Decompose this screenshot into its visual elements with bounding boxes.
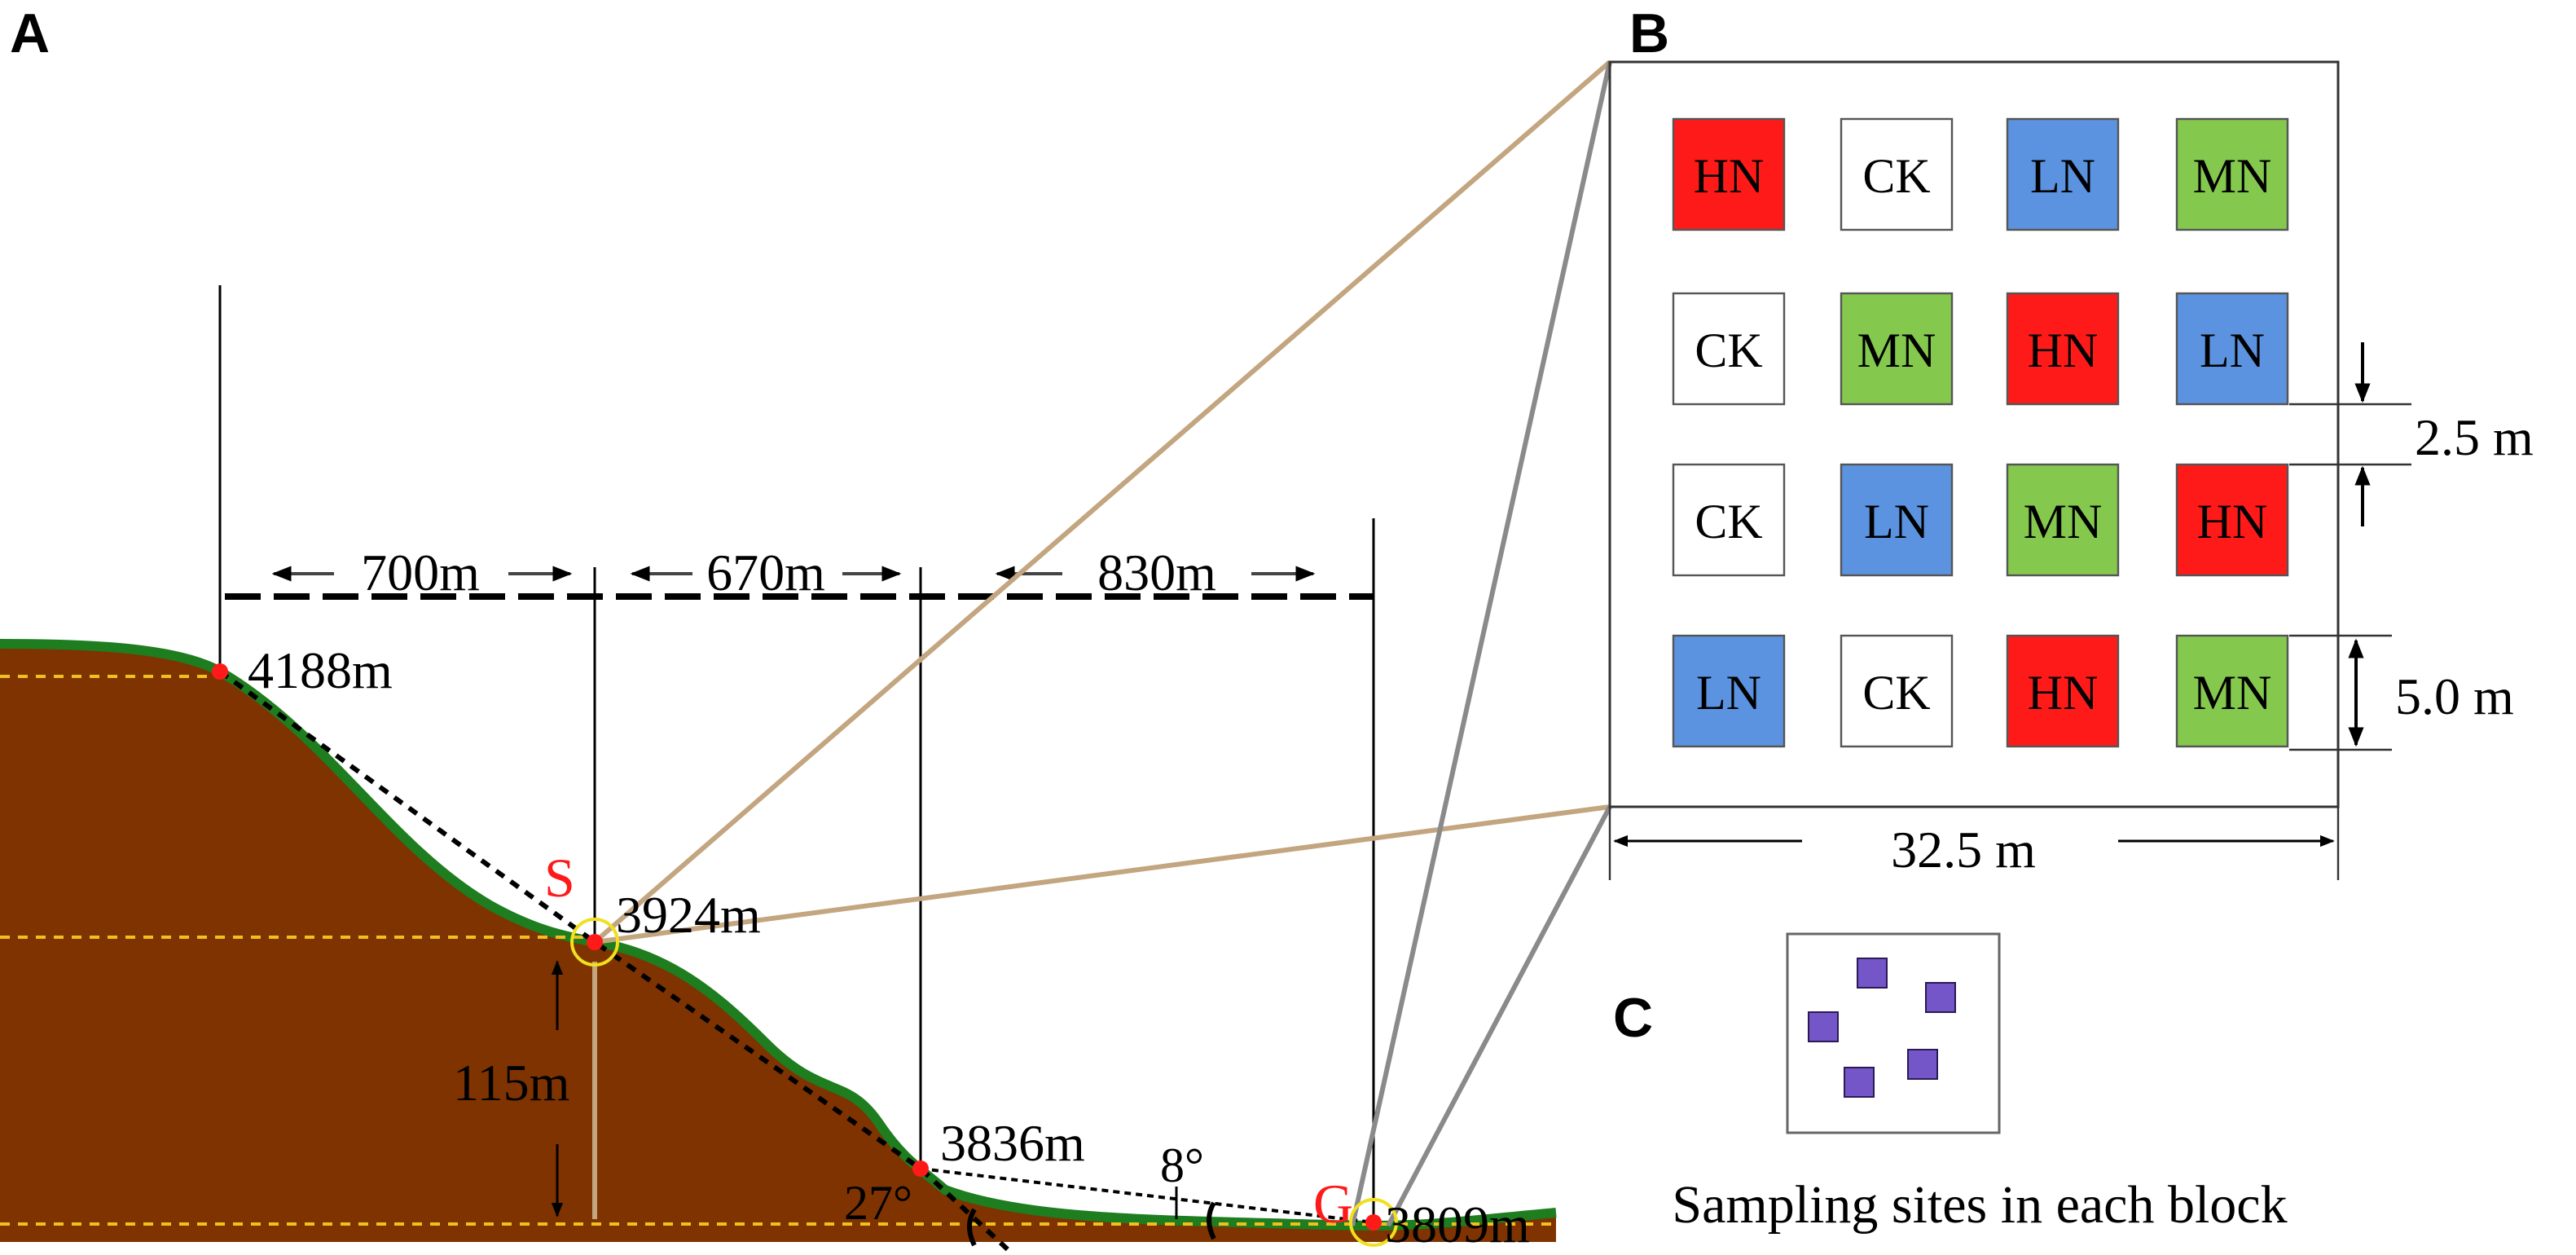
elevation-guides — [0, 675, 1556, 1226]
plot-label: MN — [2193, 666, 2272, 720]
plot-mn: MN — [2175, 634, 2289, 748]
plot-square — [1840, 292, 1954, 406]
summit-point — [212, 663, 228, 680]
plot-ln: LN — [1840, 463, 1954, 577]
sampling-site — [1925, 982, 1956, 1013]
plot-label: LN — [2200, 324, 2265, 377]
sampling-site — [1857, 958, 1888, 989]
plot-ln: LN — [2175, 292, 2289, 406]
plot-square — [1672, 463, 1786, 577]
sampling-site — [1844, 1067, 1875, 1098]
panel-label-b: B — [1629, 2, 1669, 64]
site-g-label: G — [1313, 1173, 1353, 1235]
plot-label: LN — [1696, 666, 1761, 720]
section-lines — [218, 285, 1375, 1226]
site-s-elevation: 3924m — [616, 886, 761, 944]
plot-size-dimension — [2289, 634, 2392, 751]
plot-label: MN — [1857, 324, 1936, 377]
site-s-circle — [570, 918, 619, 967]
plot-hn: HN — [1672, 117, 1786, 231]
plot-square — [2006, 292, 2120, 406]
plot-square — [1840, 634, 1954, 748]
plot-square — [2175, 463, 2289, 577]
panel-label-c: C — [1613, 987, 1653, 1049]
distance-label-2: 670m — [706, 544, 825, 601]
width-label: 32.5 m — [1891, 821, 2036, 878]
zoom-connector-grey — [1350, 61, 1612, 1227]
angle-steep-label: 27° — [844, 1176, 912, 1230]
plot-mn: MN — [1840, 292, 1954, 406]
height-diff-label: 115m — [453, 1054, 569, 1112]
plot-ck: CK — [1840, 634, 1954, 748]
plot-ck: CK — [1672, 292, 1786, 406]
plot-hn: HN — [2175, 463, 2289, 577]
gap-label: 2.5 m — [2415, 408, 2534, 466]
plot-label: LN — [1864, 495, 1929, 548]
mid-point — [912, 1160, 929, 1177]
summit-elevation: 4188m — [248, 641, 393, 699]
plot-square — [1672, 634, 1786, 748]
sampling-site — [1907, 1049, 1938, 1080]
plot-label: LN — [2030, 149, 2095, 203]
distance-label-3: 830m — [1097, 544, 1216, 601]
plot-layout-frame — [1608, 60, 2340, 808]
slope-line-steep — [218, 669, 1013, 1254]
plot-label: HN — [2197, 495, 2268, 548]
angle-arc-8 — [1207, 1201, 1216, 1240]
sampling-sites — [1808, 958, 1956, 1098]
site-g-elevation: 3809m — [1385, 1196, 1530, 1253]
plot-size-label: 5.0 m — [2395, 667, 2514, 725]
angle-arc-27 — [967, 1208, 977, 1247]
gap-dimension — [2289, 342, 2411, 526]
distance-label-1: 700m — [361, 544, 480, 601]
plot-square — [2006, 117, 2120, 231]
plot-hn: HN — [2006, 292, 2120, 406]
site-s-label: S — [544, 847, 575, 909]
plot-label: MN — [2193, 149, 2272, 203]
plot-ck: CK — [1840, 117, 1954, 231]
angle-gentle-label: 8° — [1160, 1138, 1204, 1192]
plot-label: HN — [2028, 666, 2099, 720]
plot-mn: MN — [2006, 463, 2120, 577]
plot-square — [1840, 117, 1954, 231]
sampling-site — [1808, 1011, 1839, 1042]
plot-grid: HN CK LN MN CK MN HN LN CK LN MN HN LN CK HN MN — [1672, 117, 2289, 748]
plot-square — [2006, 634, 2120, 748]
plot-label: CK — [1695, 495, 1762, 548]
plot-square — [1840, 463, 1954, 577]
plot-ck: CK — [1672, 463, 1786, 577]
plot-hn: HN — [2006, 634, 2120, 748]
plot-ln: LN — [1672, 634, 1786, 748]
terrain-soil — [0, 644, 1556, 1242]
plot-label: CK — [1862, 666, 1930, 720]
plot-mn: MN — [2175, 117, 2289, 231]
plot-square — [1672, 117, 1786, 231]
plot-label: HN — [2028, 324, 2099, 377]
site-g-point — [1365, 1214, 1382, 1231]
plot-label: CK — [1695, 324, 1762, 377]
mid-elevation: 3836m — [940, 1114, 1085, 1172]
plot-square — [1672, 292, 1786, 406]
plot-label: MN — [2024, 495, 2103, 548]
plot-label: CK — [1862, 149, 1930, 203]
panel-label-a: A — [10, 2, 50, 64]
slope-line-gentle — [920, 1167, 1374, 1224]
width-dimension — [1608, 807, 2340, 880]
plot-square — [2006, 463, 2120, 577]
plot-square — [2175, 634, 2289, 748]
plot-ln: LN — [2006, 117, 2120, 231]
plot-square — [2175, 117, 2289, 231]
plot-square — [2175, 292, 2289, 406]
site-s-point — [587, 934, 603, 950]
site-g-circle — [1349, 1198, 1398, 1247]
plot-label: HN — [1694, 149, 1765, 203]
sampling-caption: Sampling sites in each block — [1672, 1175, 2287, 1235]
